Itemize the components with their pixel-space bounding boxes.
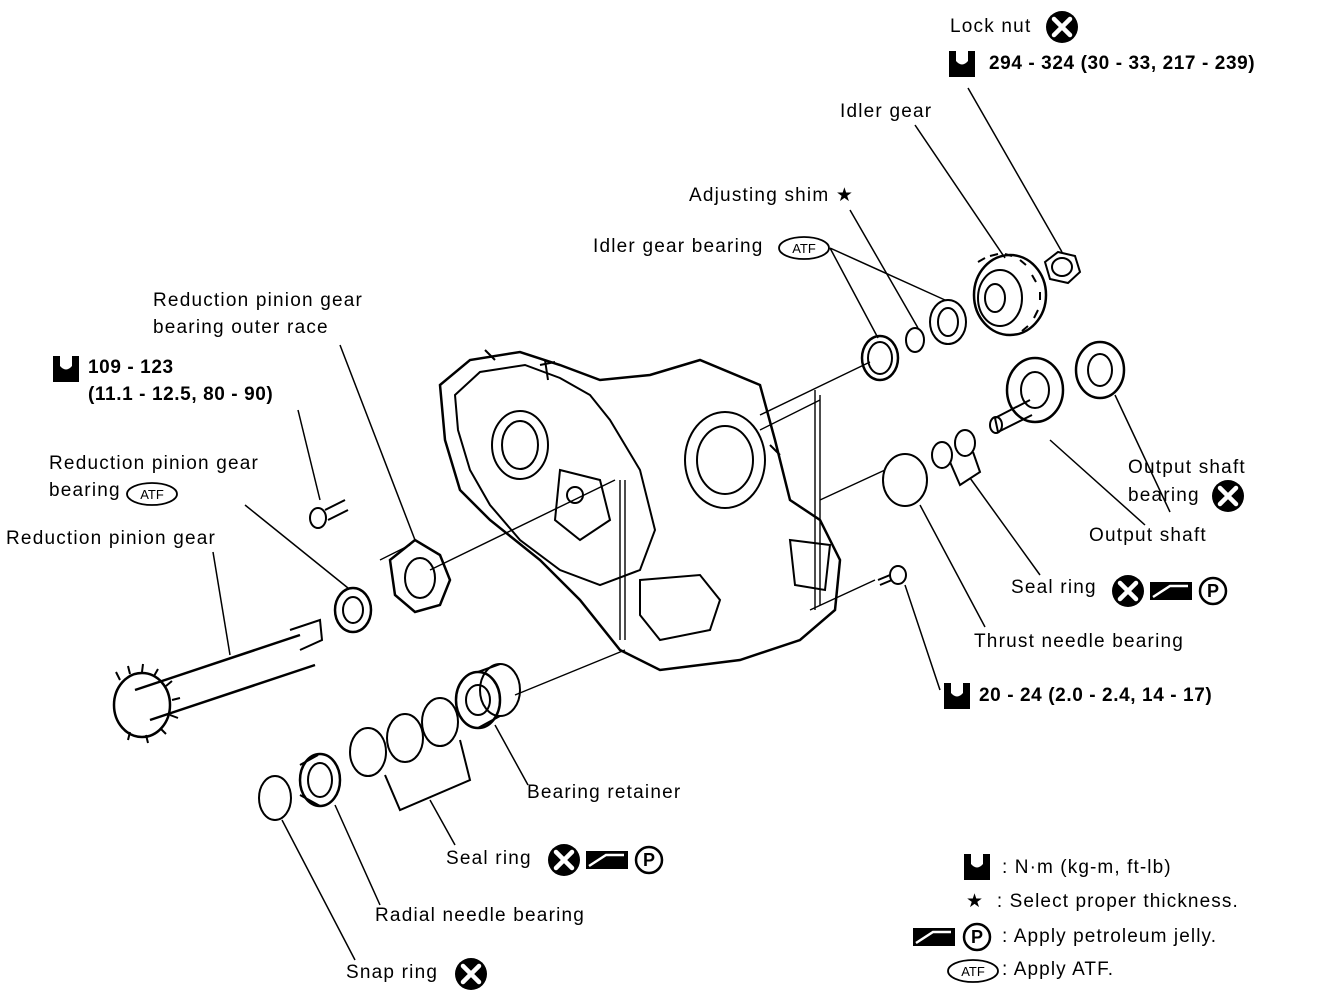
label-thrust-needle-bearing: Thrust needle bearing <box>974 631 1185 652</box>
jelly-box-icon <box>1150 582 1192 600</box>
alignment-lines <box>379 361 886 696</box>
snap-ring-part <box>258 775 292 821</box>
petroleum-circle-icon <box>962 922 992 952</box>
radial-needle-bearing-part <box>298 752 342 808</box>
legend-wrench-icon <box>964 854 990 880</box>
seal-bottom-xmark-icon <box>548 844 580 876</box>
petroleum-circle-icon <box>1198 576 1228 606</box>
snap-ring-xmark-icon <box>455 958 487 990</box>
lock-nut-wrench-icon <box>949 51 975 77</box>
reduction-pinion-gear-part <box>112 618 324 744</box>
lock-nut-xmark-icon <box>1046 11 1078 43</box>
bolt-left-part <box>309 499 349 529</box>
legend-atf: : Apply ATF. <box>1002 959 1115 980</box>
seal-right-xmark-icon <box>1112 575 1144 607</box>
label-seal-ring-right: Seal ring <box>1011 577 1097 598</box>
thrust-needle-bearing-part <box>882 453 928 507</box>
label-adjusting-shim: Adjusting shim ★ <box>689 185 855 206</box>
atf-text: ATF <box>140 487 164 502</box>
label-rpg-bearing-1: Reduction pinion gear <box>49 453 260 474</box>
label-output-shaft-bearing-1: Output shaft <box>1128 457 1246 478</box>
atf-text: ATF <box>961 964 985 979</box>
label-radial-needle-bearing: Radial needle bearing <box>375 905 586 926</box>
label-output-shaft-bearing-2: bearing <box>1128 485 1200 506</box>
output-shaft-bearing-part <box>1074 340 1126 400</box>
label-snap-ring: Snap ring <box>346 962 439 983</box>
leader-lines <box>212 87 1171 961</box>
small-bolt-part <box>877 565 907 586</box>
idler-gear-part <box>972 253 1048 337</box>
transmission-case <box>438 349 842 672</box>
atf-oval-icon <box>126 482 178 506</box>
lock-nut-part <box>1043 250 1082 285</box>
output-bearing-xmark-icon <box>1212 480 1244 512</box>
seal-ring-right-part <box>931 429 982 487</box>
small-bolt-wrench-icon <box>944 683 970 709</box>
adjusting-shim-part <box>905 327 925 353</box>
label-rpg-outer-race-1: Reduction pinion gear <box>153 290 364 311</box>
label-rpg-outer-race-2: bearing outer race <box>153 317 329 338</box>
legend-torque: : N·m (kg-m, ft-lb) <box>1002 857 1172 878</box>
label-idler-gear: Idler gear <box>840 101 933 122</box>
outer-race-part <box>388 538 452 614</box>
bolt-left-wrench-icon <box>53 356 79 382</box>
output-shaft-part <box>989 356 1065 434</box>
label-rpg-bearing-2: bearing <box>49 480 121 501</box>
atf-text: ATF <box>792 241 816 256</box>
legend-star: ★ <box>966 891 985 912</box>
jelly-box-icon <box>913 928 955 946</box>
label-bearing-retainer: Bearing retainer <box>527 782 682 803</box>
petroleum-letter: P <box>643 850 655 870</box>
legend-jelly: : Apply petroleum jelly. <box>1002 926 1218 947</box>
atf-oval-icon <box>947 959 999 983</box>
atf-oval-icon <box>778 236 830 260</box>
petroleum-letter: P <box>971 927 983 947</box>
label-lock-nut-torque: 294 - 324 (30 - 33, 217 - 239) <box>989 53 1256 74</box>
label-output-shaft: Output shaft <box>1089 525 1207 546</box>
label-small-bolt-torque: 20 - 24 (2.0 - 2.4, 14 - 17) <box>979 685 1213 706</box>
legend-thickness: ★ : Select proper thickness. <box>966 891 1239 912</box>
idler-gear-bearing-part <box>860 299 967 382</box>
label-bolt-torque-2: (11.1 - 12.5, 80 - 90) <box>88 384 274 405</box>
bearing-retainer-part <box>454 663 521 730</box>
seal-ring-bottom-part <box>349 697 472 812</box>
label-reduction-pinion-gear: Reduction pinion gear <box>6 528 217 549</box>
label-idler-gear-bearing: Idler gear bearing <box>593 236 764 257</box>
rpg-bearing-part <box>333 586 373 634</box>
petroleum-circle-icon <box>634 845 664 875</box>
jelly-box-icon <box>586 851 628 869</box>
label-bolt-torque-1: 109 - 123 <box>88 357 174 378</box>
label-lock-nut: Lock nut <box>950 16 1032 37</box>
petroleum-letter: P <box>1207 581 1219 601</box>
label-seal-ring-bottom: Seal ring <box>446 848 532 869</box>
